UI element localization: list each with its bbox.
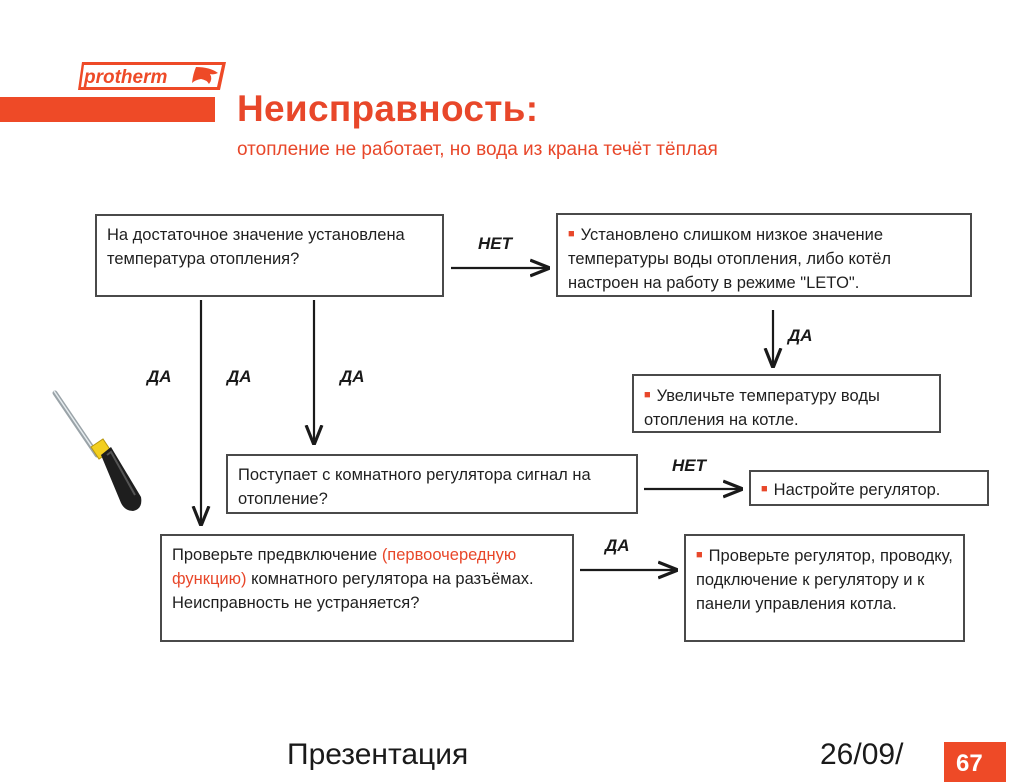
result-low-temperature-text: Установлено слишком низкое значение темп… bbox=[568, 226, 892, 292]
action-box-check-regulator: ■Проверьте регулятор, проводку, подключе… bbox=[684, 534, 965, 642]
question-preswitch-text-a: Проверьте предвключение bbox=[172, 546, 382, 564]
question-box-temperature: На достаточное значение установлена темп… bbox=[95, 214, 444, 297]
label-yes-q3: ДА bbox=[605, 536, 630, 555]
logo-text: protherm bbox=[83, 67, 168, 88]
dragon-icon bbox=[192, 67, 218, 84]
page-number: 67 bbox=[944, 742, 1006, 782]
protherm-logo: protherm bbox=[78, 62, 226, 90]
label-yes-left-2: ДА bbox=[227, 367, 252, 386]
label-yes-left-1: ДА bbox=[147, 367, 172, 386]
question-preswitch-highlight: (первоочередную функцию) bbox=[172, 546, 517, 588]
footer-date: 26/09/ bbox=[820, 738, 904, 771]
question-regulator-signal-text: Поступает с комнатного регулятора сигнал… bbox=[238, 466, 591, 508]
page-subtitle: отопление не работает, но вода из крана … bbox=[237, 139, 718, 160]
square-bullet-icon: ■ bbox=[761, 483, 768, 495]
header-red-bar bbox=[0, 97, 215, 122]
question-temperature-text: На достаточное значение установлена темп… bbox=[107, 226, 405, 268]
action-adjust-regulator-text: Настройте регулятор. bbox=[773, 481, 941, 499]
label-yes-left-3: ДА bbox=[340, 367, 365, 386]
square-bullet-icon: ■ bbox=[568, 228, 575, 240]
result-box-low-temperature: ■Установлено слишком низкое значение тем… bbox=[556, 213, 972, 297]
action-check-regulator-text: Проверьте регулятор, проводку, подключен… bbox=[696, 547, 953, 613]
label-yes-r1: ДА bbox=[788, 326, 813, 345]
footer-presentation: Презентация bbox=[287, 738, 469, 771]
action-box-increase-temperature: ■Увеличьте температуру воды отопления на… bbox=[632, 374, 941, 433]
question-preswitch-text-b: комнатного регулятора на разъёмах. Неисп… bbox=[172, 570, 534, 612]
label-no-q1: НЕТ bbox=[478, 234, 512, 253]
page-title: Неисправность: bbox=[237, 88, 539, 129]
square-bullet-icon: ■ bbox=[696, 549, 703, 561]
screwdriver-icon bbox=[52, 390, 142, 511]
action-box-adjust-regulator: ■ Настройте регулятор. bbox=[749, 470, 989, 506]
label-no-q2: НЕТ bbox=[672, 456, 706, 475]
question-box-preswitch: Проверьте предвключение (первоочередную … bbox=[160, 534, 574, 642]
square-bullet-icon: ■ bbox=[644, 389, 651, 401]
action-increase-temperature-text: Увеличьте температуру воды отопления на … bbox=[644, 387, 880, 429]
question-box-regulator-signal: Поступает с комнатного регулятора сигнал… bbox=[226, 454, 638, 514]
